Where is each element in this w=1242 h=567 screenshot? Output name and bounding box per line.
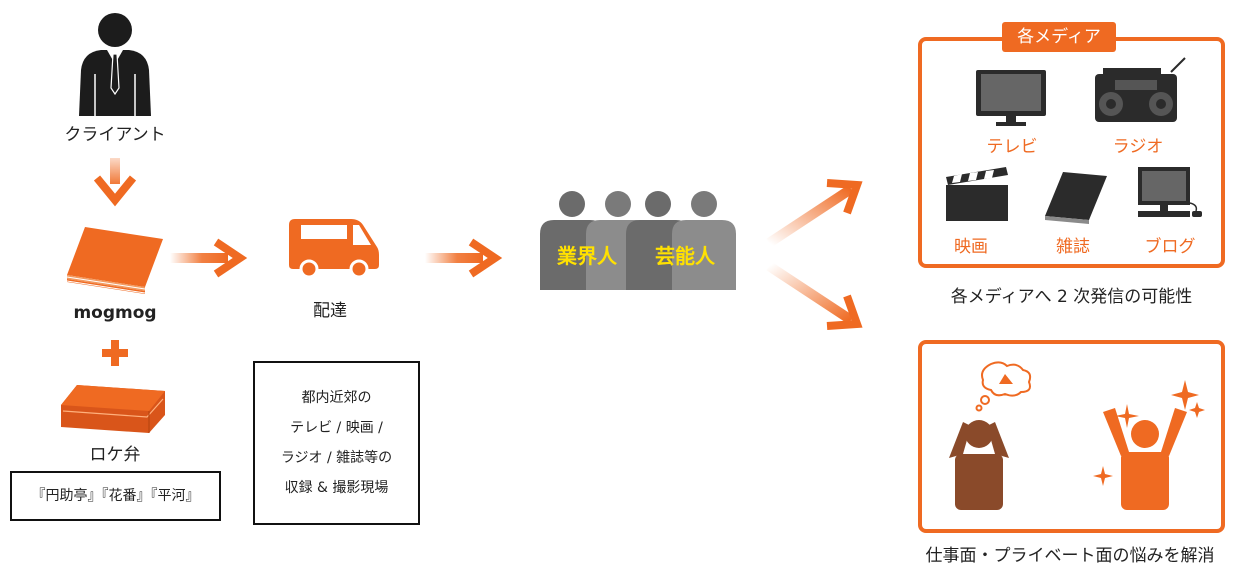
industry-people-label: 業界人 bbox=[557, 244, 617, 268]
bento-box-icon bbox=[61, 385, 165, 433]
radio-icon bbox=[1095, 57, 1186, 122]
clapperboard-icon bbox=[946, 167, 1008, 221]
media-panel-caption: 各メディアへ 2 次発信の可能性 bbox=[950, 287, 1193, 307]
down-right-arrow-icon bbox=[766, 261, 863, 330]
media-item-magazine: 雑誌 bbox=[1056, 237, 1090, 257]
bento-label: ロケ弁 bbox=[89, 445, 141, 465]
down-arrow-icon bbox=[93, 158, 137, 207]
right-arrow-icon bbox=[425, 238, 503, 278]
people-group-icon bbox=[540, 191, 736, 290]
happy-person-icon bbox=[1093, 380, 1205, 510]
client-label: クライアント bbox=[64, 125, 166, 145]
delivery-line-4: 収録 & 撮影現場 bbox=[284, 480, 389, 496]
plus-icon bbox=[102, 340, 128, 366]
entertainer-label: 芸能人 bbox=[655, 244, 715, 268]
delivery-label: 配達 bbox=[313, 301, 347, 321]
media-item-blog: ブログ bbox=[1144, 237, 1196, 257]
bento-shops-box bbox=[10, 471, 221, 521]
right-arrow-icon bbox=[170, 238, 248, 278]
media-item-movie: 映画 bbox=[954, 237, 988, 257]
worried-person-icon bbox=[949, 361, 1032, 510]
magazine-icon bbox=[66, 227, 163, 294]
worries-panel-caption: 仕事面・プライベート面の悩みを解消 bbox=[925, 546, 1215, 566]
delivery-line-2: テレビ / 映画 / bbox=[290, 420, 383, 436]
mogmog-label: mogmog bbox=[73, 303, 157, 323]
media-item-tv: テレビ bbox=[986, 137, 1038, 157]
delivery-line-3: ラジオ / 雑誌等の bbox=[280, 450, 393, 466]
book-icon bbox=[1045, 172, 1107, 224]
businessman-icon bbox=[79, 13, 151, 116]
tv-icon bbox=[976, 70, 1046, 126]
delivery-van-icon bbox=[289, 219, 379, 279]
computer-icon bbox=[1138, 167, 1202, 217]
up-right-arrow-icon bbox=[766, 179, 863, 248]
delivery-destinations-box bbox=[253, 361, 420, 525]
bento-shops-text: 『円助亭』『花番』『平河』 bbox=[31, 488, 200, 504]
media-item-radio: ラジオ bbox=[1112, 137, 1164, 157]
media-panel-tag: 各メディア bbox=[1002, 22, 1116, 52]
delivery-line-1: 都内近郊の bbox=[301, 390, 372, 406]
